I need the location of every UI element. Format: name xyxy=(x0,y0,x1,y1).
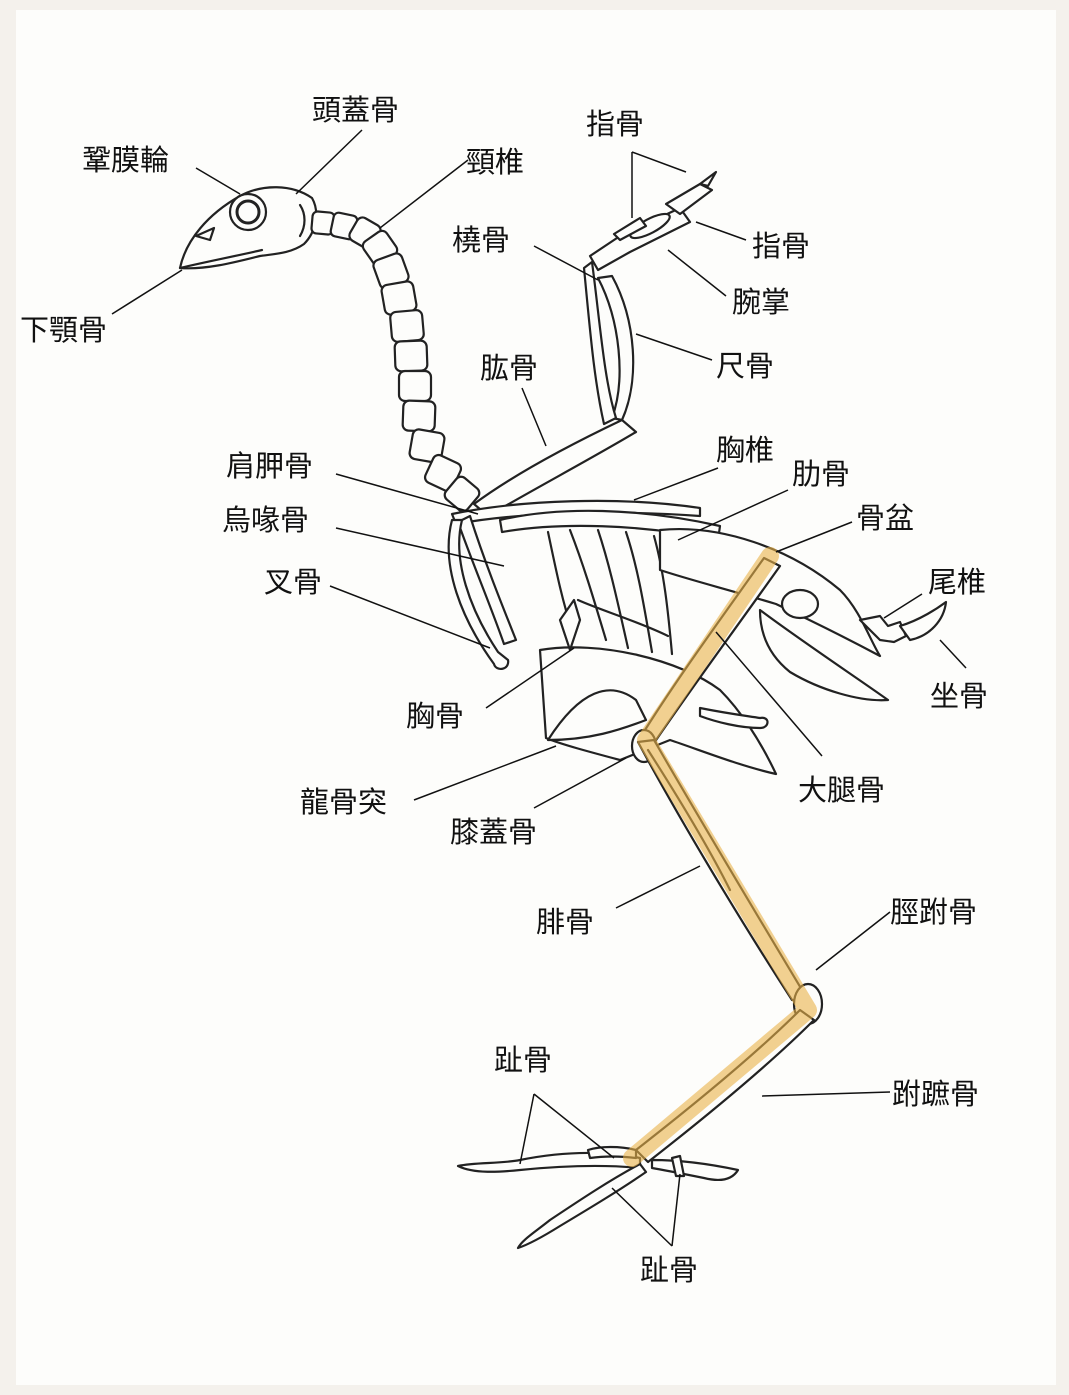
label-ischium: 坐骨 xyxy=(930,679,988,713)
label-sclerotic-ring: 鞏膜輪 xyxy=(82,143,169,177)
label-mandible: 下顎骨 xyxy=(20,313,107,347)
label-ulna: 尺骨 xyxy=(716,349,774,383)
label-thoracic-vertebrae: 胸椎 xyxy=(716,433,774,467)
label-femur: 大腿骨 xyxy=(798,773,885,807)
label-phalanges-right: 指骨 xyxy=(752,229,810,263)
label-tibiotarsus: 脛跗骨 xyxy=(890,895,977,929)
label-patella: 膝蓋骨 xyxy=(450,815,537,849)
label-sternum: 胸骨 xyxy=(406,699,464,733)
label-furcula: 叉骨 xyxy=(264,565,322,599)
label-keel: 龍骨突 xyxy=(300,785,387,819)
label-toes-top: 趾骨 xyxy=(494,1043,552,1077)
label-radius: 橈骨 xyxy=(452,223,510,257)
label-carpometacarpus: 腕掌 xyxy=(732,285,790,319)
label-pygostyle: 尾椎 xyxy=(928,565,986,599)
label-tarsometatarsus: 跗蹠骨 xyxy=(892,1077,979,1111)
paper-sheet xyxy=(16,10,1056,1385)
label-phalanges-top: 指骨 xyxy=(586,107,644,141)
label-fibula: 腓骨 xyxy=(536,905,594,939)
label-humerus: 肱骨 xyxy=(480,351,538,385)
label-toes-bottom: 趾骨 xyxy=(640,1253,698,1287)
label-cervical-vertebrae: 頸椎 xyxy=(466,145,524,179)
label-skull: 頭蓋骨 xyxy=(312,93,399,127)
label-scapula: 肩胛骨 xyxy=(226,449,313,483)
label-coracoid: 烏喙骨 xyxy=(222,503,309,537)
label-pelvis: 骨盆 xyxy=(856,501,914,535)
label-ribs: 肋骨 xyxy=(792,457,850,491)
